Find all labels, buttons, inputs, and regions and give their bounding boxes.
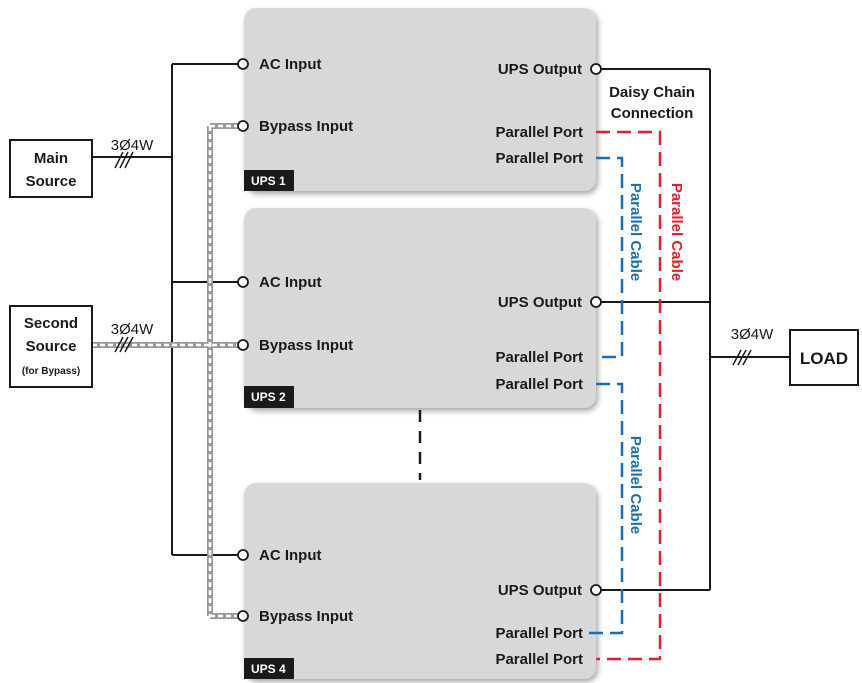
ups1-output-label: UPS Output [498, 61, 582, 78]
red-parallel-cable [596, 130, 662, 661]
ups4-tag-bg [244, 658, 294, 679]
load-label: LOAD [800, 349, 848, 368]
ups4-parallel-port-a: Parallel Port [495, 625, 583, 642]
second-source-label-2: Source [26, 338, 77, 355]
bypass-wiring [92, 123, 243, 619]
ups1-output-terminal [590, 63, 602, 75]
ups2-tag: UPS 2 [251, 390, 286, 404]
ups4-parallel-port-b: Parallel Port [495, 651, 583, 668]
blue-parallel-cable-upper [596, 156, 624, 359]
main-source-label-2: Source [26, 173, 77, 190]
second-wire-hash-icon [114, 336, 134, 353]
ups2-bypass-label: Bypass Input [259, 337, 353, 354]
load-box [789, 329, 859, 386]
second-source-label-1: Second [24, 315, 78, 332]
ups2-box [244, 208, 596, 408]
ups2-ac-input-label: AC Input [259, 274, 321, 291]
ups1-bypass-label: Bypass Input [259, 118, 353, 135]
second-source-note: (for Bypass) [22, 366, 80, 377]
load-wire-hash-icon [732, 349, 752, 366]
ups2-parallel-port-a: Parallel Port [495, 349, 583, 366]
main-wire-hash-icon [114, 151, 134, 169]
ups1-tag: UPS 1 [251, 174, 286, 188]
blue-cable-label-upper: Parallel Cable [627, 183, 644, 281]
blue-cable-label-lower: Parallel Cable [627, 436, 644, 534]
ups1-parallel-port-a: Parallel Port [495, 124, 583, 141]
main-source-label-1: Main [34, 150, 68, 167]
daisy-chain-label-2: Connection [611, 105, 694, 122]
second-source-box [9, 305, 93, 388]
ups1-parallel-port-b: Parallel Port [495, 150, 583, 167]
ups2-parallel-port-b: Parallel Port [495, 376, 583, 393]
ups2-bypass-terminal [237, 339, 249, 351]
main-source-box [9, 139, 93, 198]
ups4-box [244, 483, 596, 679]
ups2-output-label: UPS Output [498, 294, 582, 311]
ups1-ac-input-terminal [237, 58, 249, 70]
ups2-tag-bg [244, 386, 294, 408]
ups4-ac-input-terminal [237, 549, 249, 561]
ups4-bypass-label: Bypass Input [259, 608, 353, 625]
ups4-ac-input-label: AC Input [259, 547, 321, 564]
terminal-circles [237, 58, 602, 622]
load-wiring-label: 3Ø4W [731, 326, 774, 343]
ups4-tag: UPS 4 [251, 662, 286, 676]
ups2-output-terminal [590, 296, 602, 308]
blue-parallel-cable-lower [583, 382, 624, 635]
ups4-bypass-terminal [237, 610, 249, 622]
ups4-output-terminal [590, 584, 602, 596]
ups1-box [244, 8, 596, 191]
main-wiring-label: 3Ø4W [111, 137, 154, 154]
ups1-tag-bg [244, 170, 294, 191]
ups1-ac-input-label: AC Input [259, 56, 321, 73]
red-cable-label: Parallel Cable [668, 183, 685, 281]
main-source-wiring [92, 63, 243, 556]
second-wiring-label: 3Ø4W [111, 321, 154, 338]
ups1-bypass-terminal [237, 120, 249, 132]
daisy-chain-label-1: Daisy Chain [609, 84, 695, 101]
ups4-output-label: UPS Output [498, 582, 582, 599]
ups2-ac-input-terminal [237, 276, 249, 288]
output-wiring [596, 68, 790, 591]
